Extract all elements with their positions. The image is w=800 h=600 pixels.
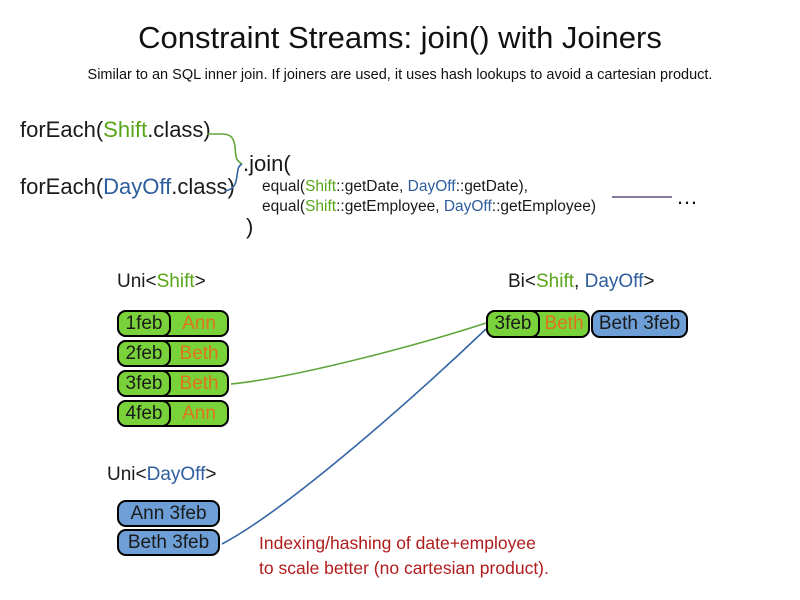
code-text: equal( <box>262 198 306 215</box>
table-row: 4feb Ann <box>117 400 229 427</box>
code-text: ::getEmployee) <box>491 198 597 215</box>
code-join-close: ) <box>246 214 254 239</box>
annotation-line: Indexing/hashing of date+employee <box>259 533 536 553</box>
label-text: > <box>205 464 217 485</box>
page-title: Constraint Streams: join() with Joiners <box>138 20 662 55</box>
page-subtitle: Similar to an SQL inner join. If joiners… <box>87 67 713 83</box>
shift-date-cell: 2feb <box>117 340 171 367</box>
shift-employee-cell: Beth <box>179 343 219 364</box>
code-text: .class) <box>171 174 235 199</box>
table-row: Beth 3feb <box>117 529 220 556</box>
label-text: > <box>194 271 206 292</box>
label-text: , <box>574 271 585 292</box>
shift-date-cell: 3feb <box>486 310 540 338</box>
code-foreach-dayoff: forEach(DayOff.class) <box>20 174 235 200</box>
code-joiner-equal-employee: equal(Shift::getEmployee, DayOff::getEmp… <box>262 198 596 216</box>
code-join-open: .join( <box>243 151 291 176</box>
label-text: Uni< <box>117 271 157 292</box>
match-line-dayoff <box>221 328 487 545</box>
code-text: equal( <box>262 178 306 195</box>
table-row: 2feb Beth <box>117 340 229 367</box>
bi-label: Bi<Shift, DayOff> <box>508 271 654 293</box>
dayoff-class-token: DayOff <box>407 178 456 195</box>
code-text: forEach( <box>20 174 104 199</box>
uni-shift-label: Uni<Shift> <box>117 271 206 293</box>
annotation-note: Indexing/hashing of date+employee to sca… <box>259 531 549 581</box>
bi-row-shift-part: 3feb Beth <box>486 310 590 338</box>
shift-employee-cell: Beth <box>179 373 219 394</box>
shift-class-token: Shift <box>305 178 337 195</box>
code-text: ::getDate, <box>336 178 408 195</box>
brace-line-shift <box>207 133 243 165</box>
ellipsis-text: … <box>676 184 698 209</box>
uni-shift-table: 1feb Ann 2feb Beth 3feb Beth 4feb Ann <box>117 310 229 427</box>
label-text: Uni< <box>107 464 147 485</box>
dayoff-class-token: DayOff <box>103 174 172 199</box>
label-text: > <box>643 271 655 292</box>
uni-dayoff-label: Uni<DayOff> <box>107 464 217 486</box>
table-row: Ann 3feb <box>117 500 220 527</box>
table-row: 3feb Beth <box>117 370 229 397</box>
shift-class-token: Shift <box>536 271 575 292</box>
match-line-shift <box>230 322 487 385</box>
shift-date-cell: 4feb <box>117 400 171 427</box>
bi-row-dayoff-part: Beth 3feb <box>591 310 688 338</box>
shift-date-cell: 1feb <box>117 310 171 337</box>
code-foreach-shift: forEach(Shift.class) <box>20 117 211 143</box>
shift-employee-cell: Ann <box>182 313 216 334</box>
code-text: ::getDate), <box>455 178 528 195</box>
code-text: .class) <box>147 117 211 142</box>
shift-employee-cell: Beth <box>544 313 584 334</box>
shift-date-cell: 3feb <box>117 370 171 397</box>
dayoff-class-token: DayOff <box>146 464 206 485</box>
shift-class-token: Shift <box>103 117 148 142</box>
uni-dayoff-table: Ann 3feb Beth 3feb <box>117 500 220 556</box>
shift-class-token: Shift <box>305 198 337 215</box>
dayoff-class-token: DayOff <box>584 271 644 292</box>
table-row: 1feb Ann <box>117 310 229 337</box>
code-text: forEach( <box>20 117 104 142</box>
annotation-line: to scale better (no cartesian product). <box>259 558 549 578</box>
code-joiner-equal-date: equal(Shift::getDate, DayOff::getDate), <box>262 178 528 196</box>
code-text: ::getEmployee, <box>336 198 444 215</box>
shift-employee-cell: Ann <box>182 403 216 424</box>
label-text: Bi< <box>508 271 536 292</box>
shift-class-token: Shift <box>156 271 195 292</box>
dayoff-class-token: DayOff <box>443 198 492 215</box>
